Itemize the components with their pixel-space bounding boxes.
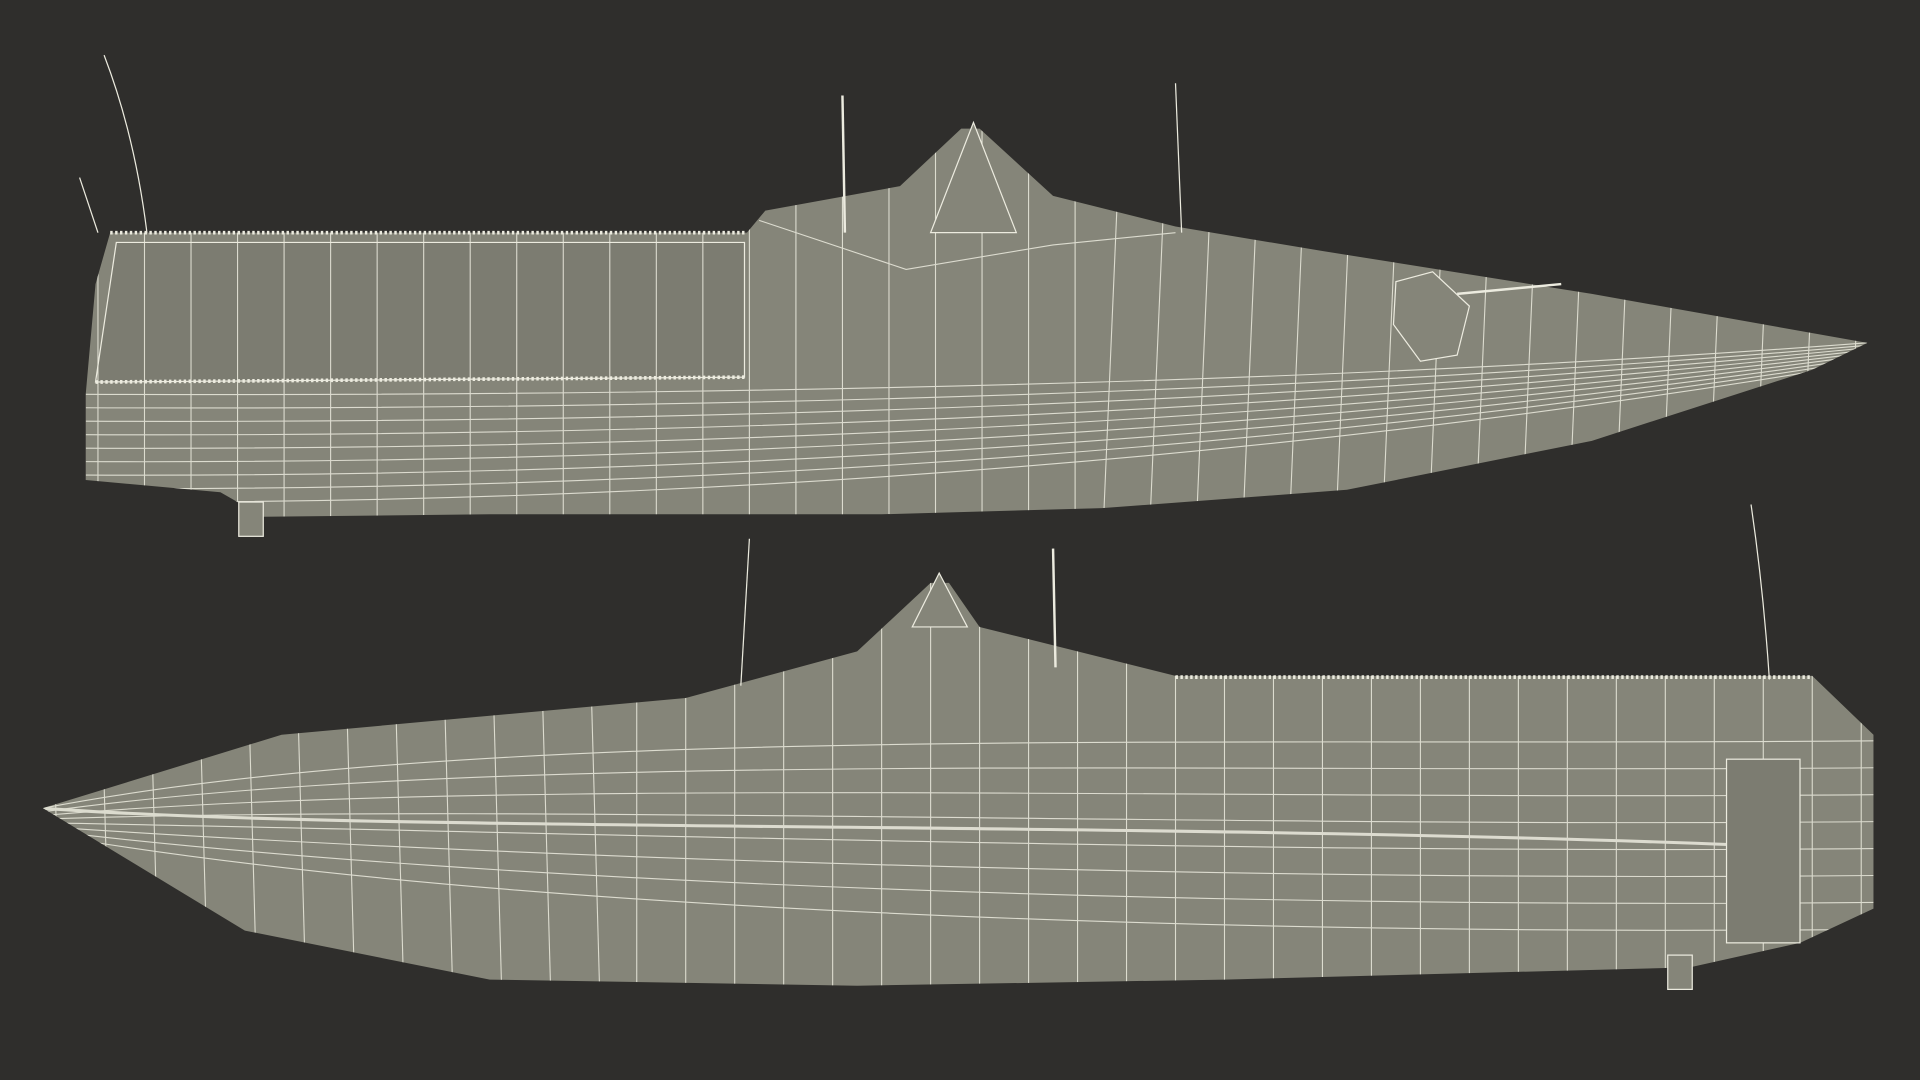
- wire-line: [85, 352, 1868, 449]
- mast: [1051, 548, 1057, 668]
- chine-line: [42, 806, 1739, 847]
- wire-line: [85, 344, 1868, 409]
- railing: [95, 375, 745, 384]
- antenna: [1750, 504, 1770, 680]
- wire-line: [42, 829, 1874, 904]
- hull: [42, 582, 1874, 986]
- wire-line: [42, 822, 1874, 851]
- rudder: [238, 501, 264, 537]
- wire-line: [85, 361, 1868, 503]
- wire-line: [85, 349, 1868, 436]
- gun-turret: [1392, 271, 1471, 362]
- antenna: [1174, 83, 1183, 233]
- wire-line: [42, 767, 1874, 813]
- deck: [94, 241, 746, 383]
- wire-line: [42, 833, 1874, 931]
- wire-line: [42, 740, 1874, 809]
- wire-line: [85, 357, 1868, 476]
- wire-line: [42, 813, 1874, 824]
- wire-line: [42, 825, 1874, 877]
- wire-line: [759, 219, 1176, 270]
- wire-line: [85, 354, 1868, 463]
- antenna: [79, 177, 99, 233]
- stern-propulsion: [1725, 758, 1801, 944]
- gun-barrel: [1457, 282, 1562, 296]
- wire-line: [42, 792, 1874, 817]
- wire-line: [85, 342, 1868, 396]
- antenna: [740, 538, 750, 686]
- rudder: [1667, 954, 1693, 990]
- radar-cone: [929, 120, 1018, 234]
- wire-line: [85, 359, 1868, 490]
- mast: [841, 95, 847, 233]
- radar-cone: [911, 571, 969, 628]
- wire-line: [85, 347, 1868, 422]
- antenna: [103, 54, 148, 233]
